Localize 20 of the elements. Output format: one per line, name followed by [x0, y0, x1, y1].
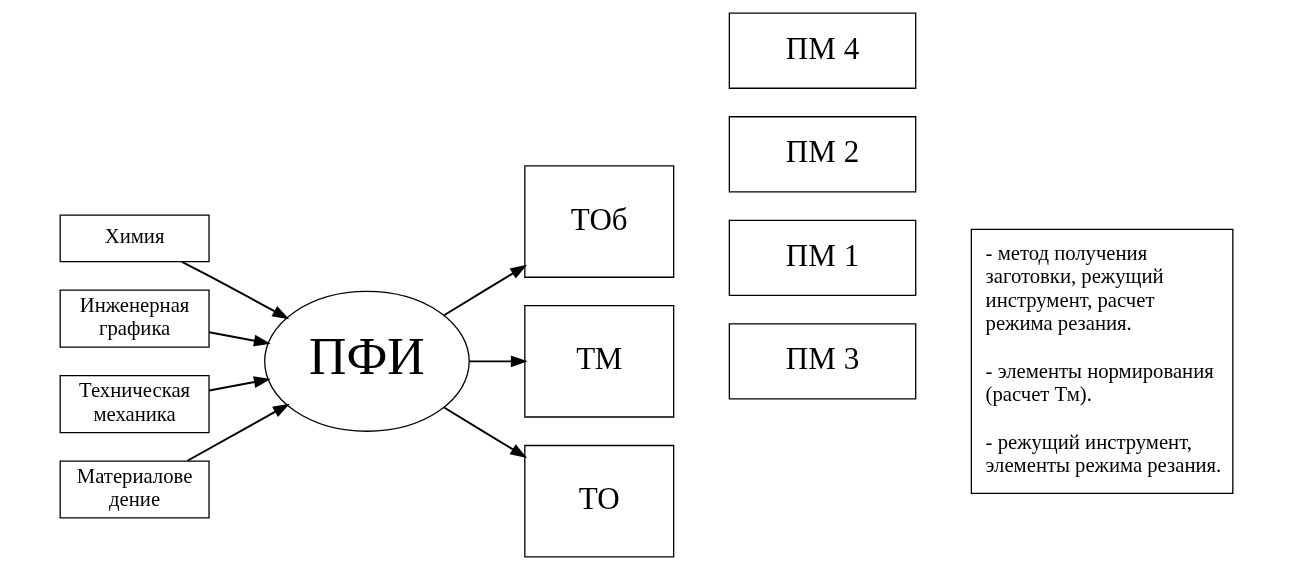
- node-box: ТОб: [523, 165, 674, 278]
- node-box: ПМ 4: [728, 12, 916, 89]
- arrow: [442, 264, 527, 317]
- node-box: Материалове дение: [59, 460, 210, 519]
- node-box: ПМ 2: [728, 116, 916, 193]
- arrow: [186, 403, 290, 462]
- arrow: [180, 260, 289, 320]
- node-box: - метод получения заготовки, режущий инструмент, расчет режима резания. - элементы нормирования (расчет Тм). - режущий инструмент, элементы режима резания.: [970, 228, 1233, 495]
- arrow: [442, 406, 527, 458]
- arrow: [207, 376, 271, 392]
- node-box: ПМ 3: [728, 323, 916, 400]
- node-box: ПМ 1: [728, 219, 916, 296]
- node-ellipse: ПФИ: [263, 290, 470, 432]
- node-box: Инженерная графика: [59, 289, 210, 348]
- arrow: [467, 355, 528, 368]
- node-box: ТО: [523, 444, 674, 558]
- node-box: Химия: [59, 214, 210, 263]
- arrow: [207, 331, 271, 347]
- node-box: Техническая механика: [59, 374, 210, 434]
- node-box: ТМ: [523, 305, 674, 418]
